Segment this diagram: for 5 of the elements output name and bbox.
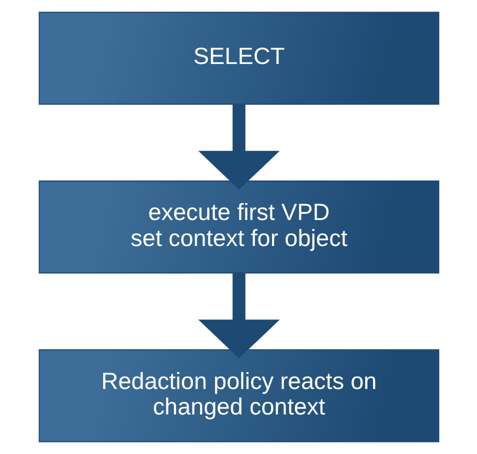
- arrow: [198, 104, 280, 190]
- node-box: execute first VPD set context for object: [38, 180, 439, 274]
- arrow: [198, 273, 280, 358]
- node-box: Redaction policy reacts on changed context: [38, 349, 439, 442]
- node-box: SELECT: [38, 12, 439, 105]
